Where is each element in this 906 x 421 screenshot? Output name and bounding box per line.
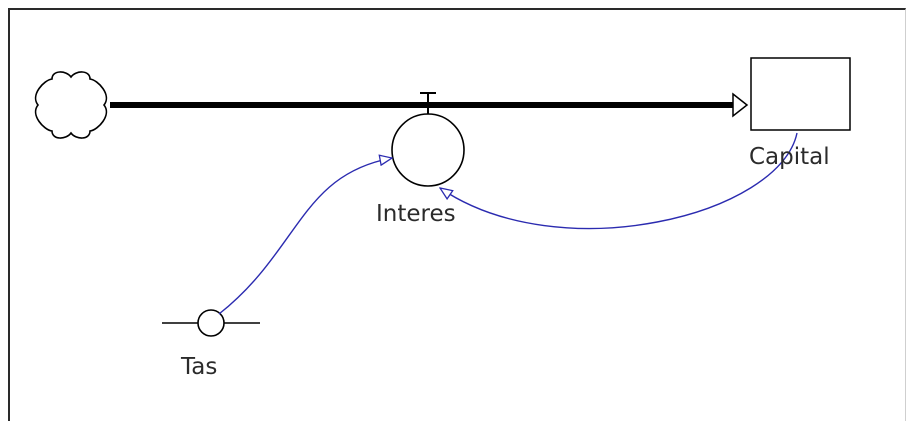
converter-tas-label: Tas bbox=[181, 354, 218, 380]
flow-interes-circle[interactable] bbox=[391, 113, 465, 187]
converter-tas[interactable] bbox=[162, 309, 260, 337]
stock-capital-box[interactable] bbox=[750, 57, 851, 131]
flow-interes-label: Interes bbox=[376, 201, 456, 227]
flow-arrowhead bbox=[732, 92, 749, 118]
source-cloud-icon[interactable] bbox=[34, 71, 108, 139]
stock-capital-label: Capital bbox=[749, 144, 830, 170]
flow-valve[interactable] bbox=[420, 92, 436, 114]
connector-tas-to-interes[interactable] bbox=[218, 158, 392, 315]
connector-capital-to-interes[interactable] bbox=[440, 132, 798, 230]
